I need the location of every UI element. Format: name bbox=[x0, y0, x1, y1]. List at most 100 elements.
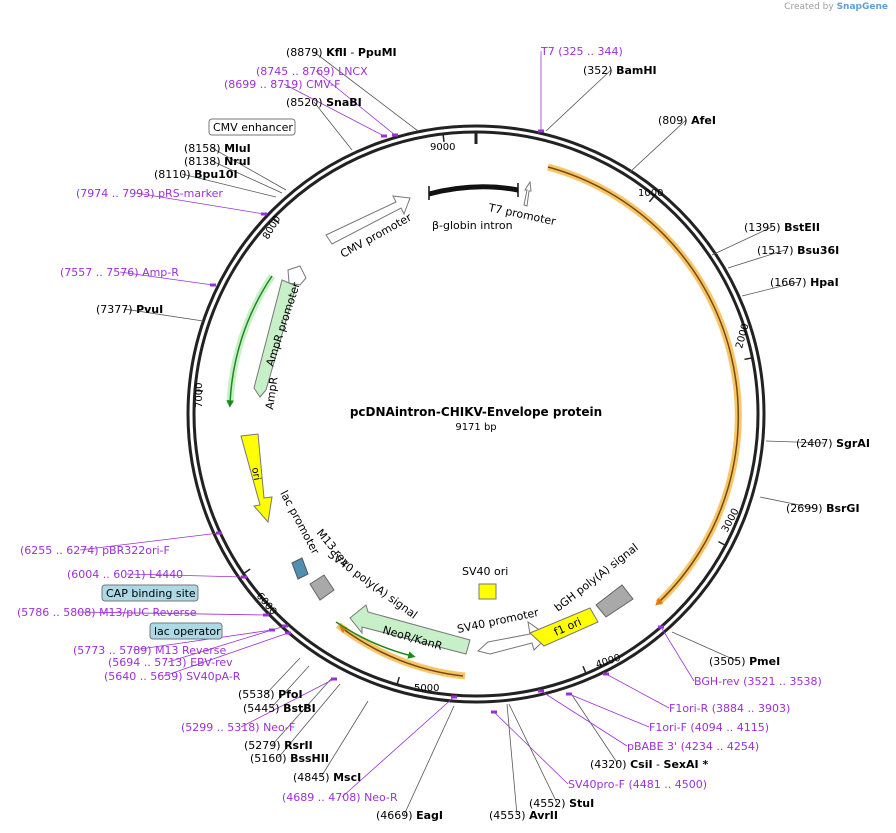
enzyme-name: Bpu10I bbox=[194, 168, 238, 181]
enzyme-position: (2407) bbox=[796, 437, 836, 450]
enzyme-position: (4845) bbox=[293, 771, 333, 784]
pointer-hpai bbox=[741, 281, 799, 297]
enzyme-name: PmeI bbox=[749, 655, 780, 668]
cmv-enhancer-box bbox=[208, 118, 296, 136]
enzyme-position: (8158) bbox=[184, 142, 224, 155]
primer-range: (8699 .. 8719) bbox=[224, 78, 306, 91]
primer-marks bbox=[210, 129, 664, 714]
primer-mark-l4440 bbox=[241, 575, 247, 579]
credit-brand: SnapGene bbox=[836, 2, 888, 12]
credit-prefix: Created by bbox=[784, 2, 834, 12]
pointer-bamhi bbox=[545, 69, 612, 132]
primer-name: M13/pUC Reverse bbox=[99, 606, 197, 619]
primer-bgh-rev: BGH-rev (3521 .. 3538) bbox=[694, 675, 822, 688]
primer-mark-lncx bbox=[392, 133, 398, 137]
enzyme-msci: (4845) MscI bbox=[293, 771, 361, 784]
primer-range: (5694 .. 5713) bbox=[108, 656, 190, 669]
enzyme-position: (809) bbox=[658, 114, 691, 127]
tick-3000 bbox=[718, 540, 726, 547]
primer-neo-f: (5299 .. 5318) Neo-F bbox=[181, 721, 295, 734]
pointer-pfoi bbox=[265, 657, 301, 695]
primer-sv40pa-r: (5640 .. 5659) SV40pA-R bbox=[104, 670, 241, 683]
primer-range: (325 .. 344) bbox=[555, 45, 623, 58]
primer-mark-neo-f bbox=[331, 677, 337, 681]
beta-globin-intron-label: β-globin intron bbox=[432, 219, 513, 232]
primer-range: (3521 .. 3538) bbox=[740, 675, 822, 688]
primer-m13-reverse: (5773 .. 5789) M13 Reverse bbox=[73, 644, 226, 657]
primer-range: (3884 .. 3903) bbox=[708, 702, 790, 715]
primer-mark-m13-puc-reverse bbox=[263, 613, 269, 617]
primer-labels: T7 (325 .. 344)(8745 .. 8769) LNCX(8699 … bbox=[17, 45, 822, 804]
cap-binding-site-box bbox=[101, 584, 199, 602]
tick-8000 bbox=[272, 217, 280, 225]
primer-name: pRS-marker bbox=[158, 187, 223, 200]
enzyme-bstbi: (5445) BstBI bbox=[243, 702, 316, 715]
bgh-polya-block bbox=[595, 584, 634, 618]
primer-lncx: (8745 .. 8769) LNCX bbox=[256, 65, 368, 78]
enzyme-snabi: (8520) SnaBI bbox=[286, 96, 362, 109]
enzyme-name: AvrII bbox=[529, 809, 558, 822]
sv40-polya-left-block bbox=[309, 574, 335, 601]
cmv-enhancer-label: CMV enhancer bbox=[213, 121, 293, 134]
enzyme-position: (5445) bbox=[243, 702, 283, 715]
primer-m13-puc-reverse: (5786 .. 5808) M13/pUC Reverse bbox=[17, 606, 197, 619]
tick-1000 bbox=[648, 195, 656, 203]
primer-prs-marker: (7974 .. 7993) pRS-marker bbox=[76, 187, 223, 200]
primer-name: F1ori-F bbox=[649, 721, 687, 734]
primer-cmv-f: (8699 .. 8719) CMV-F bbox=[224, 78, 340, 91]
t7-promoter-arrow bbox=[523, 180, 532, 207]
pointer-snabi bbox=[313, 101, 353, 151]
enzyme-csii: (4320) CsiI - SexAI * bbox=[590, 758, 708, 771]
lac-operator-label: lac operator bbox=[154, 625, 221, 638]
lac-promoter-block bbox=[291, 557, 309, 580]
sv40-polya-label: SV40 poly(A) signal bbox=[325, 548, 420, 622]
enzyme-bamhi: (352) BamHI bbox=[583, 64, 657, 77]
enzyme-labels: (8879) KflI - PpuMI(8520) SnaBI(8158) Ml… bbox=[96, 46, 870, 822]
primer-sv40pro-f: SV40pro-F (4481 .. 4500) bbox=[568, 778, 707, 791]
pointer-stui bbox=[508, 703, 558, 804]
primer-mark-pbabe-3 bbox=[538, 689, 544, 693]
enzyme-name: PvuI bbox=[136, 303, 163, 316]
pointer-csii bbox=[571, 694, 619, 765]
primer-pointer-bgh-rev bbox=[660, 626, 695, 682]
enzyme-name: KflI bbox=[326, 46, 347, 59]
primer-mark-neo-r bbox=[451, 695, 457, 699]
pointer-bsshii bbox=[277, 683, 341, 759]
enzyme-name: CsiI bbox=[630, 758, 652, 771]
primer-range: (4234 .. 4254) bbox=[677, 740, 759, 753]
cap-binding-site-label: CAP binding site bbox=[106, 587, 196, 600]
tick-label-7000: 7000 bbox=[194, 383, 205, 408]
primer-name: Amp-R bbox=[142, 266, 179, 279]
tick-4000 bbox=[582, 665, 587, 674]
enzyme-name: BstBI bbox=[283, 702, 316, 715]
enzyme-name: PfoI bbox=[278, 688, 303, 701]
orf-arc-envelope bbox=[547, 166, 740, 606]
primer-pointer-pbr322ori-f bbox=[79, 532, 220, 551]
plasmid-size: 9171 bp bbox=[455, 422, 496, 433]
cmv-promoter-arrow bbox=[325, 195, 411, 245]
primer-pointer-l4440 bbox=[126, 573, 245, 578]
sv40-ori-label: SV40 ori bbox=[462, 565, 508, 578]
primer-pointer-prs-marker bbox=[135, 192, 265, 215]
enzyme-avrii: (4553) AvrII bbox=[489, 809, 558, 822]
orf-arc-ampr bbox=[226, 275, 273, 408]
ampr-label: AmpR bbox=[263, 376, 280, 411]
tick-9000 bbox=[442, 133, 445, 142]
enzyme-position: (8138) bbox=[184, 155, 224, 168]
pointer-kfli bbox=[313, 51, 419, 132]
enzyme-bsshii: (5160) BssHII bbox=[250, 752, 329, 765]
primer-pointer-sv40pro-f bbox=[493, 711, 569, 785]
orf-arc-neor bbox=[335, 621, 416, 659]
primer-name: Neo-F bbox=[263, 721, 295, 734]
pointer-bsteii bbox=[711, 226, 773, 256]
primer-f1ori-f: F1ori-F (4094 .. 4115) bbox=[649, 721, 769, 734]
enzyme-name: BamHI bbox=[616, 64, 657, 77]
primer-name: LNCX bbox=[338, 65, 368, 78]
primer-ebv-rev: (5694 .. 5713) EBV-rev bbox=[108, 656, 233, 669]
primer-range: (7974 .. 7993) bbox=[76, 187, 158, 200]
plasmid-name: pcDNAintron-CHIKV-Envelope protein bbox=[350, 405, 602, 419]
enzyme-position: (5160) bbox=[250, 752, 290, 765]
tick-5000 bbox=[396, 676, 400, 685]
enzyme-separator: - bbox=[653, 758, 664, 771]
primer-name: pBR322ori-F bbox=[102, 544, 170, 557]
